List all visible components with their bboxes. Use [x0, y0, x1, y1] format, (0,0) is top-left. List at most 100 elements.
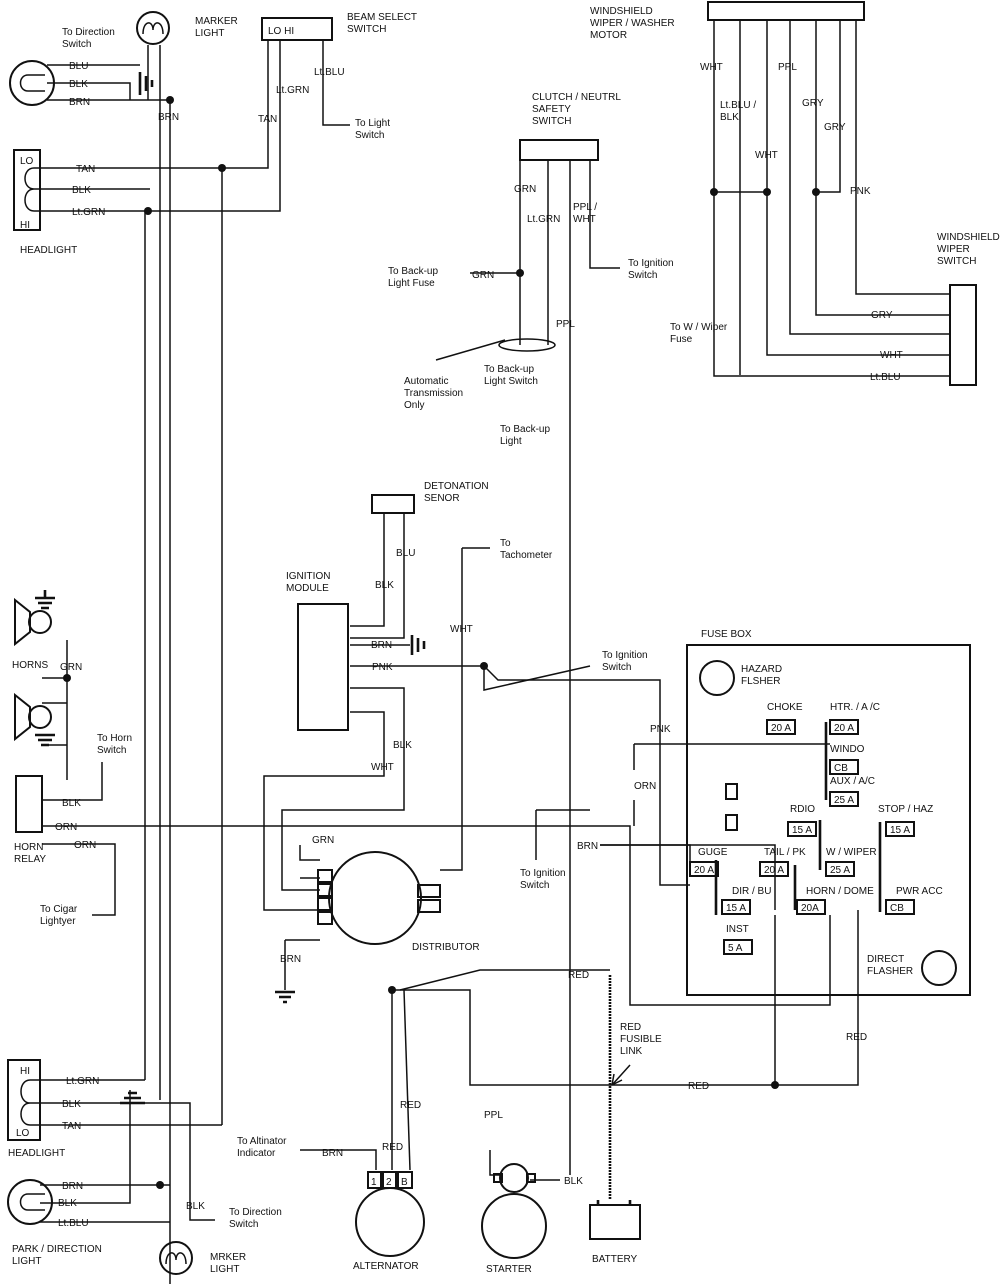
- wire-wht-15-label: WHT: [755, 150, 778, 161]
- wire-grn-20-label: GRN: [514, 184, 536, 195]
- wire-brn-36-label: BRN: [577, 841, 598, 852]
- park-direction-lamp: [7, 1179, 53, 1225]
- horn-relay-box: [15, 775, 43, 833]
- wire-ppl-46-label: PPL: [484, 1110, 503, 1121]
- labels-headlight_bottom_lo-label: LO: [16, 1128, 30, 1139]
- fuse-name-4-label: RDIO: [790, 804, 815, 815]
- wire-blu-0-label: BLU: [69, 61, 88, 72]
- labels-alt_terminals-2-label: B: [401, 1177, 408, 1188]
- wire-ppl_wht-22-label: PPL /WHT: [573, 202, 597, 225]
- starter-icon: [481, 1163, 547, 1259]
- fuse-name-8-label: TAIL / PK: [764, 847, 806, 858]
- wire-orn-39-label: ORN: [55, 822, 77, 833]
- labels-alt_terminals-1-label: 2: [386, 1177, 392, 1188]
- ignition-module-box: [297, 603, 349, 731]
- wire-brn-52-label: BRN: [62, 1181, 83, 1192]
- wire-brn-47-label: BRN: [322, 1148, 343, 1159]
- fuse-4-box: [787, 821, 817, 837]
- wire-grn-32-label: GRN: [312, 835, 334, 846]
- fuse-rating-2-label: CB: [834, 763, 848, 774]
- wire-brn-33-label: BRN: [280, 954, 301, 965]
- fuse-12-box: [723, 939, 753, 955]
- labels-headlight_bottom-label: HEADLIGHT: [8, 1148, 65, 1159]
- clutch-switch-box: [519, 139, 599, 161]
- wire-ltblu-6-label: Lt.BLU: [314, 67, 345, 78]
- wire-ltgrn-9-label: Lt.GRN: [72, 207, 105, 218]
- horn-lower-icon: [14, 692, 55, 747]
- junction-dots: [63, 96, 820, 1189]
- labels-fuse_box-label: FUSE BOX: [701, 629, 752, 640]
- wire-red-41-label: RED: [568, 970, 589, 981]
- automatic-transmission-loop: [498, 338, 556, 352]
- battery-icon: [589, 1200, 641, 1240]
- wire-wht-10-label: WHT: [700, 62, 723, 73]
- fuse-rating-11-label: CB: [890, 903, 904, 914]
- labels-headlight_top-label: HEADLIGHT: [20, 245, 77, 256]
- fuse-name-12-label: INST: [726, 924, 749, 935]
- marker-light-bottom: [159, 1241, 193, 1275]
- fuse-name-7-label: GUGE: [698, 847, 728, 858]
- wire-gry-13-label: GRY: [802, 98, 824, 109]
- fuse-blank-2: [725, 814, 738, 831]
- hazard-flasher-icon: [699, 660, 735, 696]
- fuse-rating-1-label: 20 A: [834, 723, 854, 734]
- wire-lines: [40, 20, 950, 1284]
- wire-grn-23-label: GRN: [472, 270, 494, 281]
- marker-light-top: [136, 11, 170, 45]
- wiper-switch-box: [949, 284, 977, 386]
- wire-wht-29-label: WHT: [450, 624, 473, 635]
- ground-icon: [120, 1091, 145, 1105]
- fuse-rating-4-label: 15 A: [792, 825, 812, 836]
- wire-gry-17-label: GRY: [871, 310, 893, 321]
- labels-beam_lo_hi-label: LO HI: [268, 26, 294, 37]
- wire-tan-51-label: TAN: [62, 1121, 81, 1132]
- fuse-11-box: [885, 899, 915, 915]
- wire-brn-3-label: BRN: [158, 112, 179, 123]
- fuse-box-outline: [686, 644, 971, 996]
- labels-starter-label: STARTER: [486, 1264, 532, 1275]
- wire-blk-1-label: BLK: [69, 79, 88, 90]
- wire-tan-7-label: TAN: [76, 164, 95, 175]
- headlight-bottom: [7, 1059, 41, 1141]
- headlight-top: [13, 149, 41, 231]
- wire-wht-18-label: WHT: [880, 350, 903, 361]
- distributor-icon: [317, 851, 441, 945]
- fuse-7-box: [689, 861, 719, 877]
- fuse-10-box: [796, 899, 826, 915]
- wiper-motor-connector: [707, 1, 865, 21]
- wire-ppl-24-label: PPL: [556, 319, 575, 330]
- fuse-5-box: [885, 821, 915, 837]
- fuse-name-3-label: AUX / A/C: [830, 776, 875, 787]
- fuse-8-box: [759, 861, 789, 877]
- ground-icon: [138, 72, 154, 95]
- direct-flasher-icon: [921, 950, 957, 986]
- fuse-rating-6-label: 25 A: [830, 865, 850, 876]
- labels-battery-label: BATTERY: [592, 1254, 638, 1265]
- direction-lamp-top: [9, 60, 55, 106]
- fuse-0-box: [766, 719, 796, 735]
- wire-blk-38-label: BLK: [62, 798, 81, 809]
- fuse-rating-0-label: 20 A: [771, 723, 791, 734]
- wire-blk-50-label: BLK: [62, 1099, 81, 1110]
- wire-red-42-label: RED: [846, 1032, 867, 1043]
- labels-headlight_top_lo-label: LO: [20, 156, 34, 167]
- fuse-2-box: [829, 759, 859, 775]
- wire-orn-35-label: ORN: [634, 781, 656, 792]
